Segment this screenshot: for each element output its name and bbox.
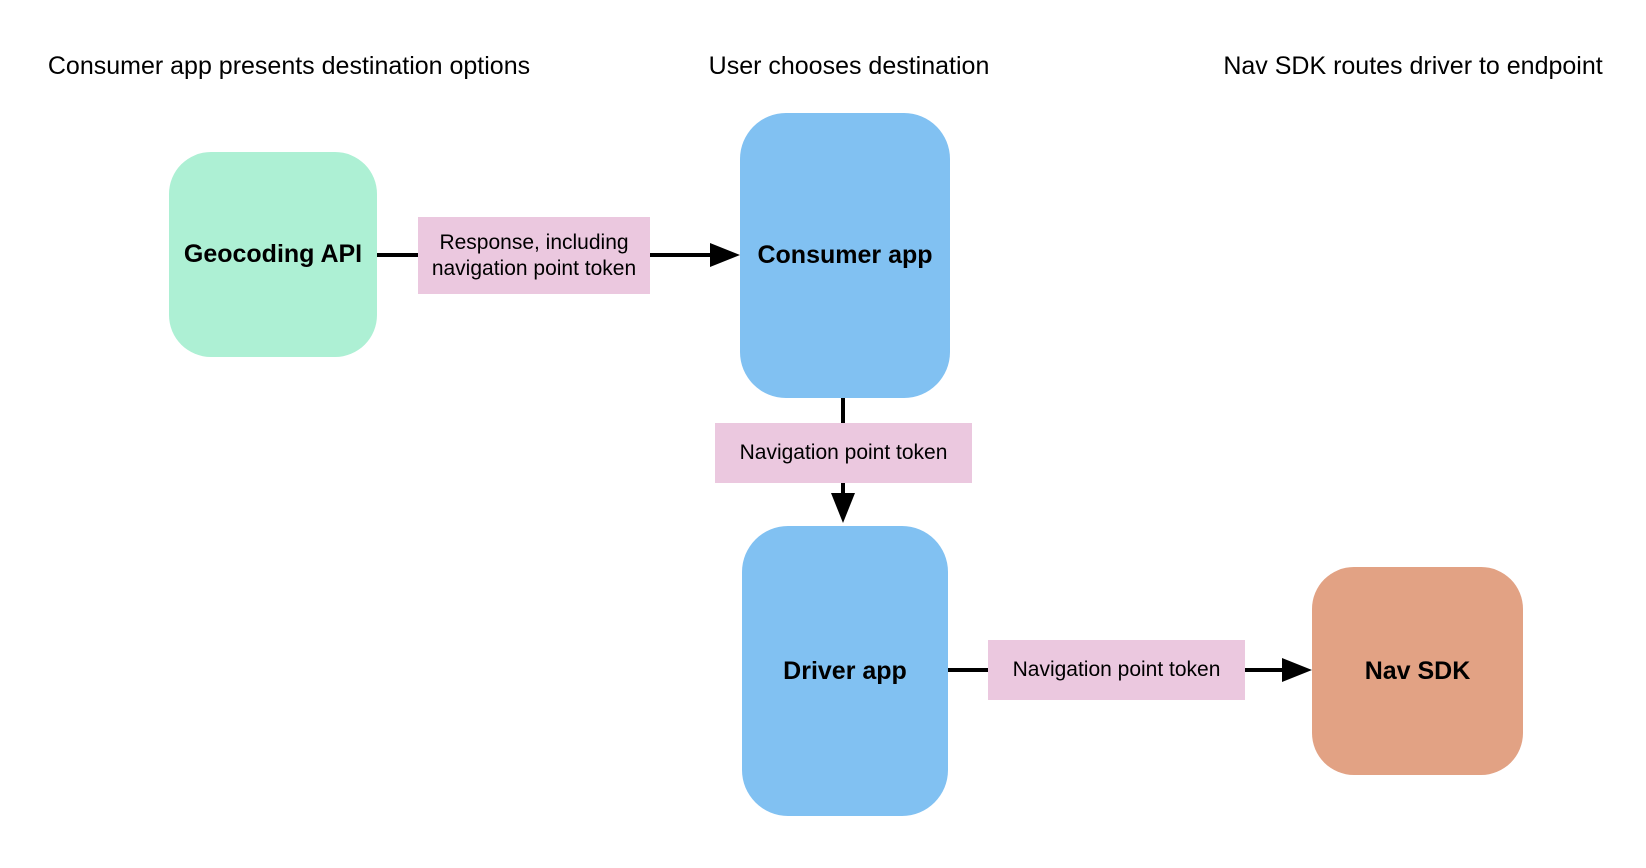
edge-label-navigation-point-token-2: Navigation point token: [988, 640, 1245, 700]
node-consumer-app: Consumer app: [740, 113, 950, 398]
node-consumer-app-label: Consumer app: [757, 241, 933, 269]
node-nav-sdk-label: Nav SDK: [1364, 656, 1471, 685]
node-geocoding-api-label: Geocoding API: [183, 240, 363, 268]
arrowhead-right-icon: [710, 243, 740, 267]
node-driver-app: Driver app: [742, 526, 948, 816]
step-heading-consumer-presents: Consumer app presents destination option…: [47, 52, 531, 80]
step-heading-user-chooses: User chooses destination: [708, 52, 990, 80]
step-heading-nav-sdk-routes: Nav SDK routes driver to endpoint: [1223, 52, 1603, 80]
edge-line-geocoding-to-label: [377, 253, 418, 257]
edge-line-driver-to-label: [948, 668, 988, 672]
edge-label-navigation-point-token-1: Navigation point token: [715, 423, 972, 483]
edge-line-label-to-consumer: [650, 253, 712, 257]
arrowhead-right-icon-2: [1282, 658, 1312, 682]
arrowhead-down-icon: [831, 493, 855, 523]
edge-line-label-to-navsdk: [1245, 668, 1284, 672]
node-geocoding-api: Geocoding API: [169, 152, 377, 357]
node-driver-app-label: Driver app: [783, 656, 907, 685]
node-nav-sdk: Nav SDK: [1312, 567, 1523, 775]
edge-label-response-including-token: Response, including navigation point tok…: [418, 217, 650, 294]
